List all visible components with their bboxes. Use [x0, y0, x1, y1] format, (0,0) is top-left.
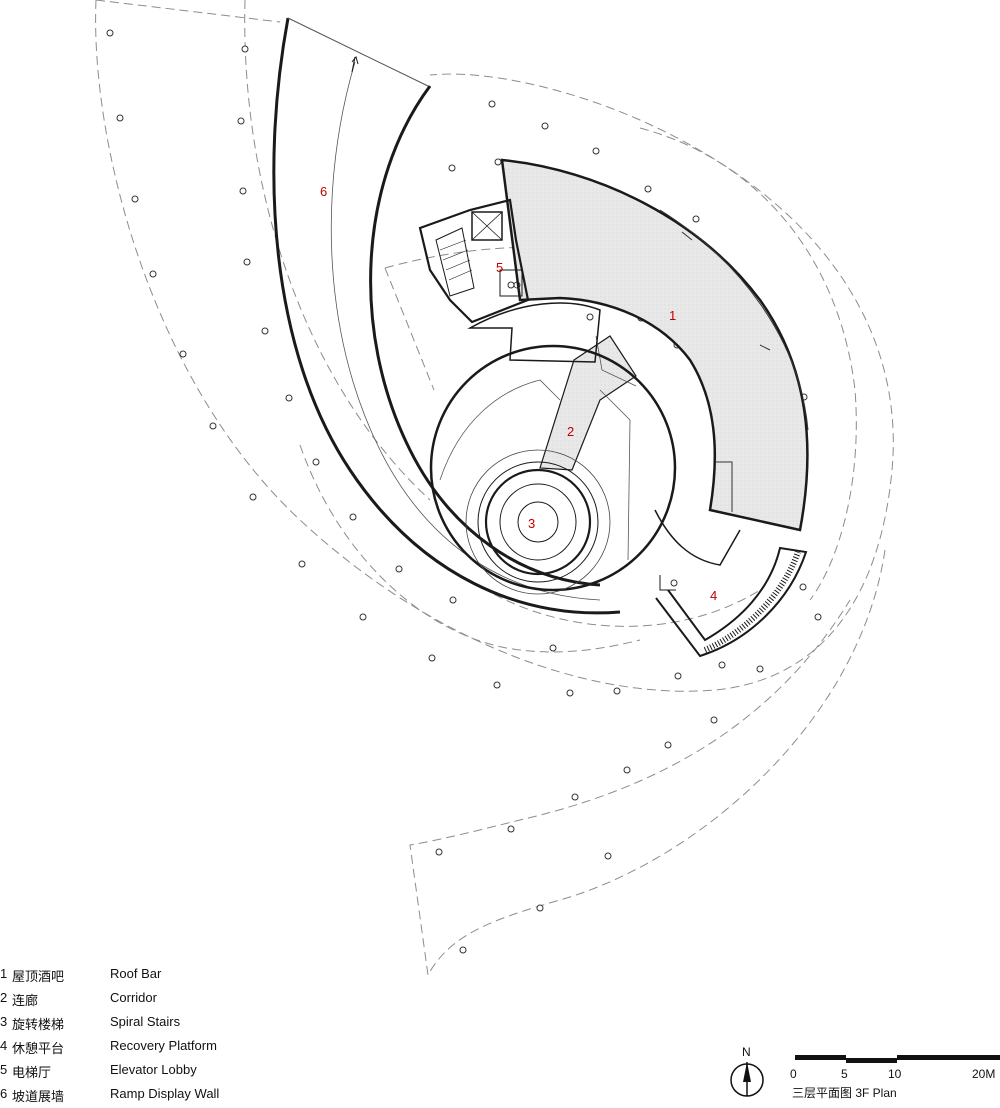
scale-bar: 0 5 10 20M 三层平面图 3F Plan [790, 1055, 1000, 1100]
legend-chinese: 休憩平台 [12, 1041, 65, 1056]
corridor [539, 335, 637, 471]
legend-number: 3 [0, 1014, 8, 1029]
room-label-2: 2 [567, 424, 574, 439]
scale-segment-2 [846, 1058, 897, 1063]
legend-english: Spiral Stairs [110, 1014, 181, 1029]
recovery-platform [655, 546, 808, 658]
legend-english: Ramp Display Wall [110, 1086, 220, 1101]
legend-number: 1 [0, 966, 8, 981]
legend-number: 5 [0, 1062, 8, 1077]
room-label-4: 4 [710, 588, 717, 603]
scale-tick-20: 20M [972, 1067, 995, 1081]
legend-chinese: 坡道展墙 [12, 1089, 65, 1104]
scale-tick-5: 5 [841, 1067, 848, 1081]
legend-chinese: 旋转楼梯 [12, 1017, 65, 1032]
roof-bar-area [500, 158, 809, 532]
ramp-display-wall [272, 17, 621, 615]
scale-segment-3 [897, 1055, 1000, 1060]
legend-number: 4 [0, 1038, 8, 1053]
legend-number: 6 [0, 1086, 8, 1101]
legend-english: Recovery Platform [110, 1038, 217, 1053]
legend-chinese: 连廊 [12, 993, 39, 1008]
circular-hall [429, 302, 741, 592]
legend-chinese: 屋顶酒吧 [12, 969, 65, 984]
scale-tick-10: 10 [888, 1067, 902, 1081]
elevator-lobby-core [418, 198, 530, 324]
legend-number: 2 [0, 990, 8, 1005]
scale-segment-1 [795, 1055, 846, 1060]
north-label: N [742, 1045, 751, 1059]
room-label-6: 6 [320, 184, 327, 199]
room-label-5: 5 [496, 260, 503, 275]
legend-chinese: 电梯厅 [12, 1065, 52, 1080]
outer-canopy-outline [95, 0, 894, 977]
scale-tick-0: 0 [790, 1067, 797, 1081]
spiral-stairs [465, 449, 611, 595]
room-labels: 1 2 3 4 5 6 [320, 184, 717, 603]
legend-english: Elevator Lobby [110, 1062, 197, 1077]
legend-english: Corridor [110, 990, 157, 1005]
plan-caption: 三层平面图 3F Plan [792, 1086, 897, 1100]
legend-english: Roof Bar [110, 966, 162, 981]
room-label-1: 1 [669, 308, 676, 323]
north-arrow: N [730, 1045, 764, 1097]
room-label-3: 3 [528, 516, 535, 531]
